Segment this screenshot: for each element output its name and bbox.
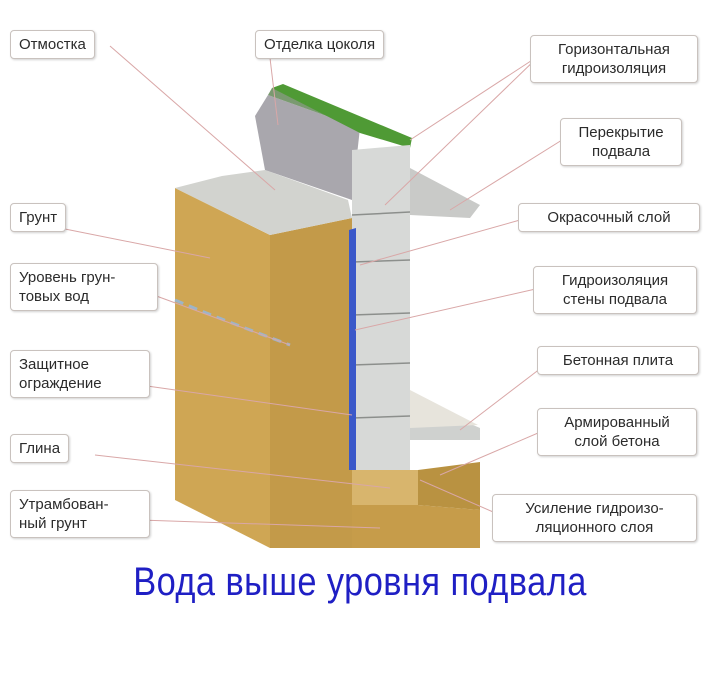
label-wall-waterproofing: Гидроизоляция стены подвала	[533, 266, 697, 314]
ground-surface	[175, 170, 352, 235]
label-horizontal-waterproofing: Горизонтальная гидроизоляция	[530, 35, 698, 83]
wall-blocks	[351, 211, 411, 419]
label-reinforced-concrete: Армированный слой бетона	[537, 408, 697, 456]
caption: Вода выше уровня подвала	[133, 560, 587, 604]
label-concrete-slab: Бетонная плита	[537, 346, 699, 375]
label-basement-floor: Перекрытие подвала	[560, 118, 682, 166]
soil-side	[270, 218, 352, 548]
label-otmostka: Отмостка	[10, 30, 95, 59]
reinforced-step	[418, 462, 480, 510]
compacted-soil	[352, 505, 480, 548]
label-waterproofing-reinforcement: Усиление гидроизо- ляционного слоя	[492, 494, 697, 542]
leader-lines	[59, 45, 571, 529]
label-compacted-soil: Утрамбован- ный грунт	[10, 490, 150, 538]
floor-slab	[410, 168, 480, 218]
slab-top-surface	[410, 390, 478, 428]
label-protective-barrier: Защитное ограждение	[10, 350, 150, 398]
label-paint-layer: Окрасочный слой	[518, 203, 700, 232]
label-plinth-finish: Отделка цоколя	[255, 30, 385, 59]
green-cap	[272, 84, 412, 148]
plinth-finish	[255, 95, 360, 200]
soil-front	[175, 188, 270, 548]
label-groundwater-level: Уровень грун- товых вод	[10, 263, 158, 311]
basement-wall	[352, 145, 410, 470]
label-clay: Глина	[10, 434, 70, 463]
label-soil: Грунт	[10, 203, 67, 232]
waterproofing-stripe	[349, 228, 356, 470]
